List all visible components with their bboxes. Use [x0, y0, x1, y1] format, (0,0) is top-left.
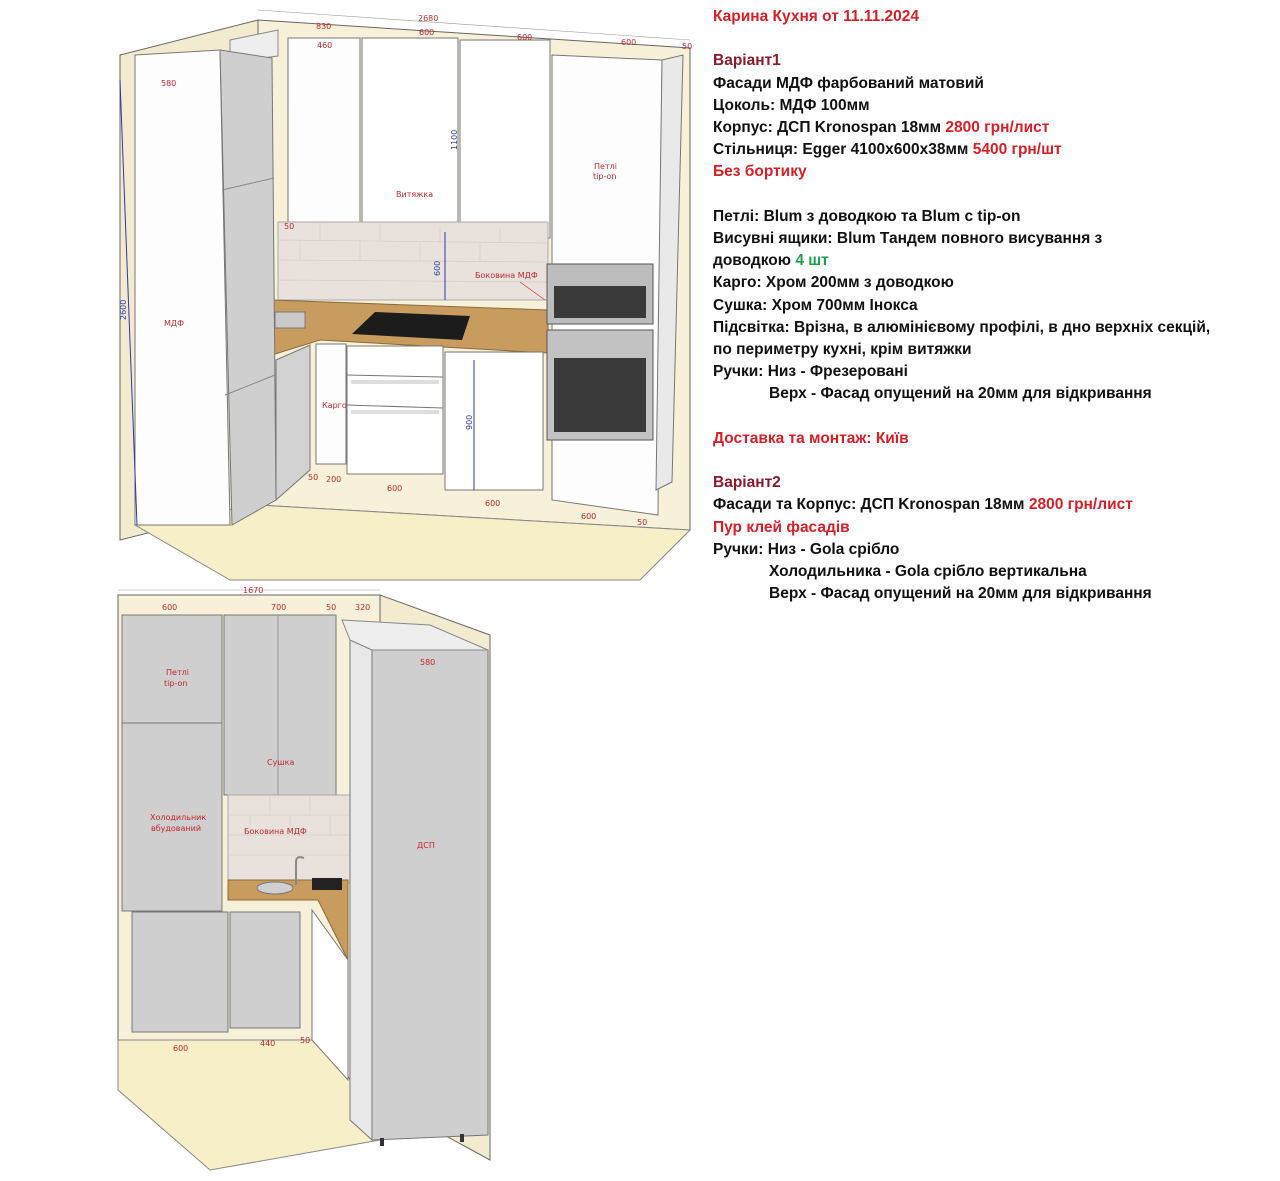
variant1-no-border: Без бортику — [713, 163, 807, 181]
dim-1100: 1100 — [450, 130, 459, 150]
dim-50b-2: 50 — [300, 1036, 310, 1045]
dim-50c: 50 — [308, 473, 318, 482]
dim-600a-2: 600 — [162, 603, 177, 612]
upper-cabinet-460 — [287, 37, 361, 224]
dim-600f: 600 — [581, 512, 596, 521]
label-hinges-2-2: tip-on — [164, 679, 187, 688]
dim-580: 580 — [161, 79, 176, 88]
label-cargo: Карго — [322, 401, 347, 410]
variant1-cargo: Карго: Хром 200мм з доводкою — [713, 274, 954, 292]
floor-2 — [117, 1039, 381, 1171]
variant1-drawers-qty: 4 шт — [795, 252, 829, 270]
variant2-glue: Пур клей фасадів — [713, 518, 850, 536]
variant1-body-label: Корпус: ДСП Kronospan 18мм — [713, 119, 942, 136]
label-mdf: МДФ — [164, 319, 184, 328]
dim-600v: 600 — [433, 261, 442, 276]
variant1-handles-top: Верх - Фасад опущений на 20мм для відкри… — [769, 385, 1152, 403]
dim-200: 200 — [326, 475, 341, 484]
dim-700: 700 — [271, 603, 286, 612]
dim-830: 830 — [316, 22, 331, 31]
backsplash-2 — [227, 794, 351, 884]
base-cargo — [315, 343, 347, 465]
variant1-drawers-2-text: доводкою — [713, 252, 791, 270]
variant1-top-label: Стільниця: Egger 4100х600х38мм — [713, 141, 969, 159]
sink-2 — [256, 881, 294, 895]
spec-title: Карина Кухня от 11.11.2024 — [713, 8, 920, 25]
dim-50b: 50 — [284, 222, 294, 231]
variant2-handles-top: Верх - Фасад опущений на 20мм для відкри… — [769, 585, 1152, 603]
variant1-drawers-1: Висувні ящики: Blum Тандем повного висув… — [713, 230, 1103, 247]
dim-600e: 600 — [485, 499, 500, 508]
variant1-facades: Фасади МДФ фарбований матовий — [713, 74, 984, 92]
dim-460: 460 — [317, 41, 332, 50]
spec-text-block: Карина Кухня от 11.11.2024 Варіант1 Фаса… — [713, 6, 1273, 605]
variant1-body: Корпус: ДСП Kronospan 18мм 2800 грн/лист — [713, 117, 1273, 139]
dim-600d: 600 — [387, 484, 402, 493]
dim-2600: 2600 — [119, 300, 128, 320]
label-dryer: Сушка — [267, 758, 294, 767]
upper-hinges-cabinet — [121, 614, 223, 724]
label-hinges-2: tip-on — [593, 172, 616, 181]
dim-600c: 600 — [621, 38, 636, 47]
variant2-facades-price: 2800 грн/лист — [1028, 496, 1133, 514]
variant1-dryer: Сушка: Хром 700мм Інокса — [713, 296, 918, 314]
tall-column-2 — [371, 649, 489, 1141]
dim-320: 320 — [355, 603, 370, 612]
base-left-2 — [131, 911, 229, 1033]
variant1-body-price: 2800 грн/лист — [945, 119, 1050, 136]
variant1-drawers-2: доводкою 4 шт — [713, 250, 1273, 272]
variant1-top: Стільниця: Egger 4100х600х38мм 5400 грн/… — [713, 139, 1273, 161]
variant1-plinth: Цоколь: МДФ 100мм — [713, 96, 870, 114]
variant2-facades-label: Фасади та Корпус: ДСП Kronospan 18мм — [713, 496, 1025, 514]
label-hood: Витяжка — [396, 190, 433, 199]
variant2-facades: Фасади та Корпус: ДСП Kronospan 18мм 280… — [713, 494, 1273, 516]
variant1-handles-low: Ручки: Низ - Фрезеровані — [713, 363, 908, 381]
dim-600b: 600 — [517, 33, 532, 42]
base-middle-2 — [229, 911, 301, 1029]
dim-50a-2: 50 — [326, 603, 336, 612]
dim-600b-2: 600 — [173, 1044, 188, 1053]
dim-600a: 600 — [419, 28, 434, 37]
delivery: Доставка та монтаж: Київ — [713, 429, 909, 447]
dim-total-width: 2680 — [418, 14, 438, 23]
fridge-cabinet — [121, 722, 223, 912]
dim-580-2: 580 — [420, 658, 435, 667]
dim-50d: 50 — [637, 518, 647, 527]
base-600 — [444, 351, 544, 491]
label-hinges-1: Петлі — [594, 162, 617, 171]
variant2-handles-fridge: Холодильника - Gola срібло вертикальна — [769, 563, 1087, 581]
variant1-light-1: Підсвітка: Врізна, в алюмінієвому профіл… — [713, 318, 1211, 336]
tall-left-cabinet — [134, 49, 231, 526]
dim-900: 900 — [465, 415, 474, 430]
label-side-mdf: Боковина МДФ — [475, 271, 538, 280]
variant1-hinges: Петлі: Blum з доводкою та Blum c tip-on — [713, 207, 1021, 225]
variant1-light-2: по периметру кухні, крім витяжки — [713, 341, 972, 359]
variant2-handles-low: Ручки: Низ - Gola срібло — [713, 540, 900, 558]
dim-440: 440 — [260, 1039, 275, 1048]
sink — [274, 311, 306, 329]
cooktop — [352, 312, 470, 340]
dim-50a: 50 — [682, 42, 692, 51]
label-chipboard: ДСП — [417, 841, 435, 850]
label-hinges-1-2: Петлі — [166, 668, 189, 677]
kitchen-variant2-drawing: 1670 600 700 50 320 580 600 440 50 Петлі… — [117, 586, 491, 1171]
variant2-heading: Варіант2 — [713, 474, 781, 492]
variant1-top-price: 5400 грн/шт — [972, 141, 1062, 159]
kitchen-variant1-drawing: 2680 830 600 600 600 50 460 580 1100 50 … — [119, 9, 692, 581]
variant1-heading: Варіант1 — [713, 52, 781, 70]
dim-total-width-2: 1670 — [243, 586, 263, 595]
label-fridge-2: вбудований — [151, 824, 201, 833]
label-side-mdf-2: Боковина МДФ — [244, 827, 307, 836]
upper-dryer-cabinet — [223, 614, 337, 796]
label-fridge-1: Холодильник — [150, 813, 206, 822]
